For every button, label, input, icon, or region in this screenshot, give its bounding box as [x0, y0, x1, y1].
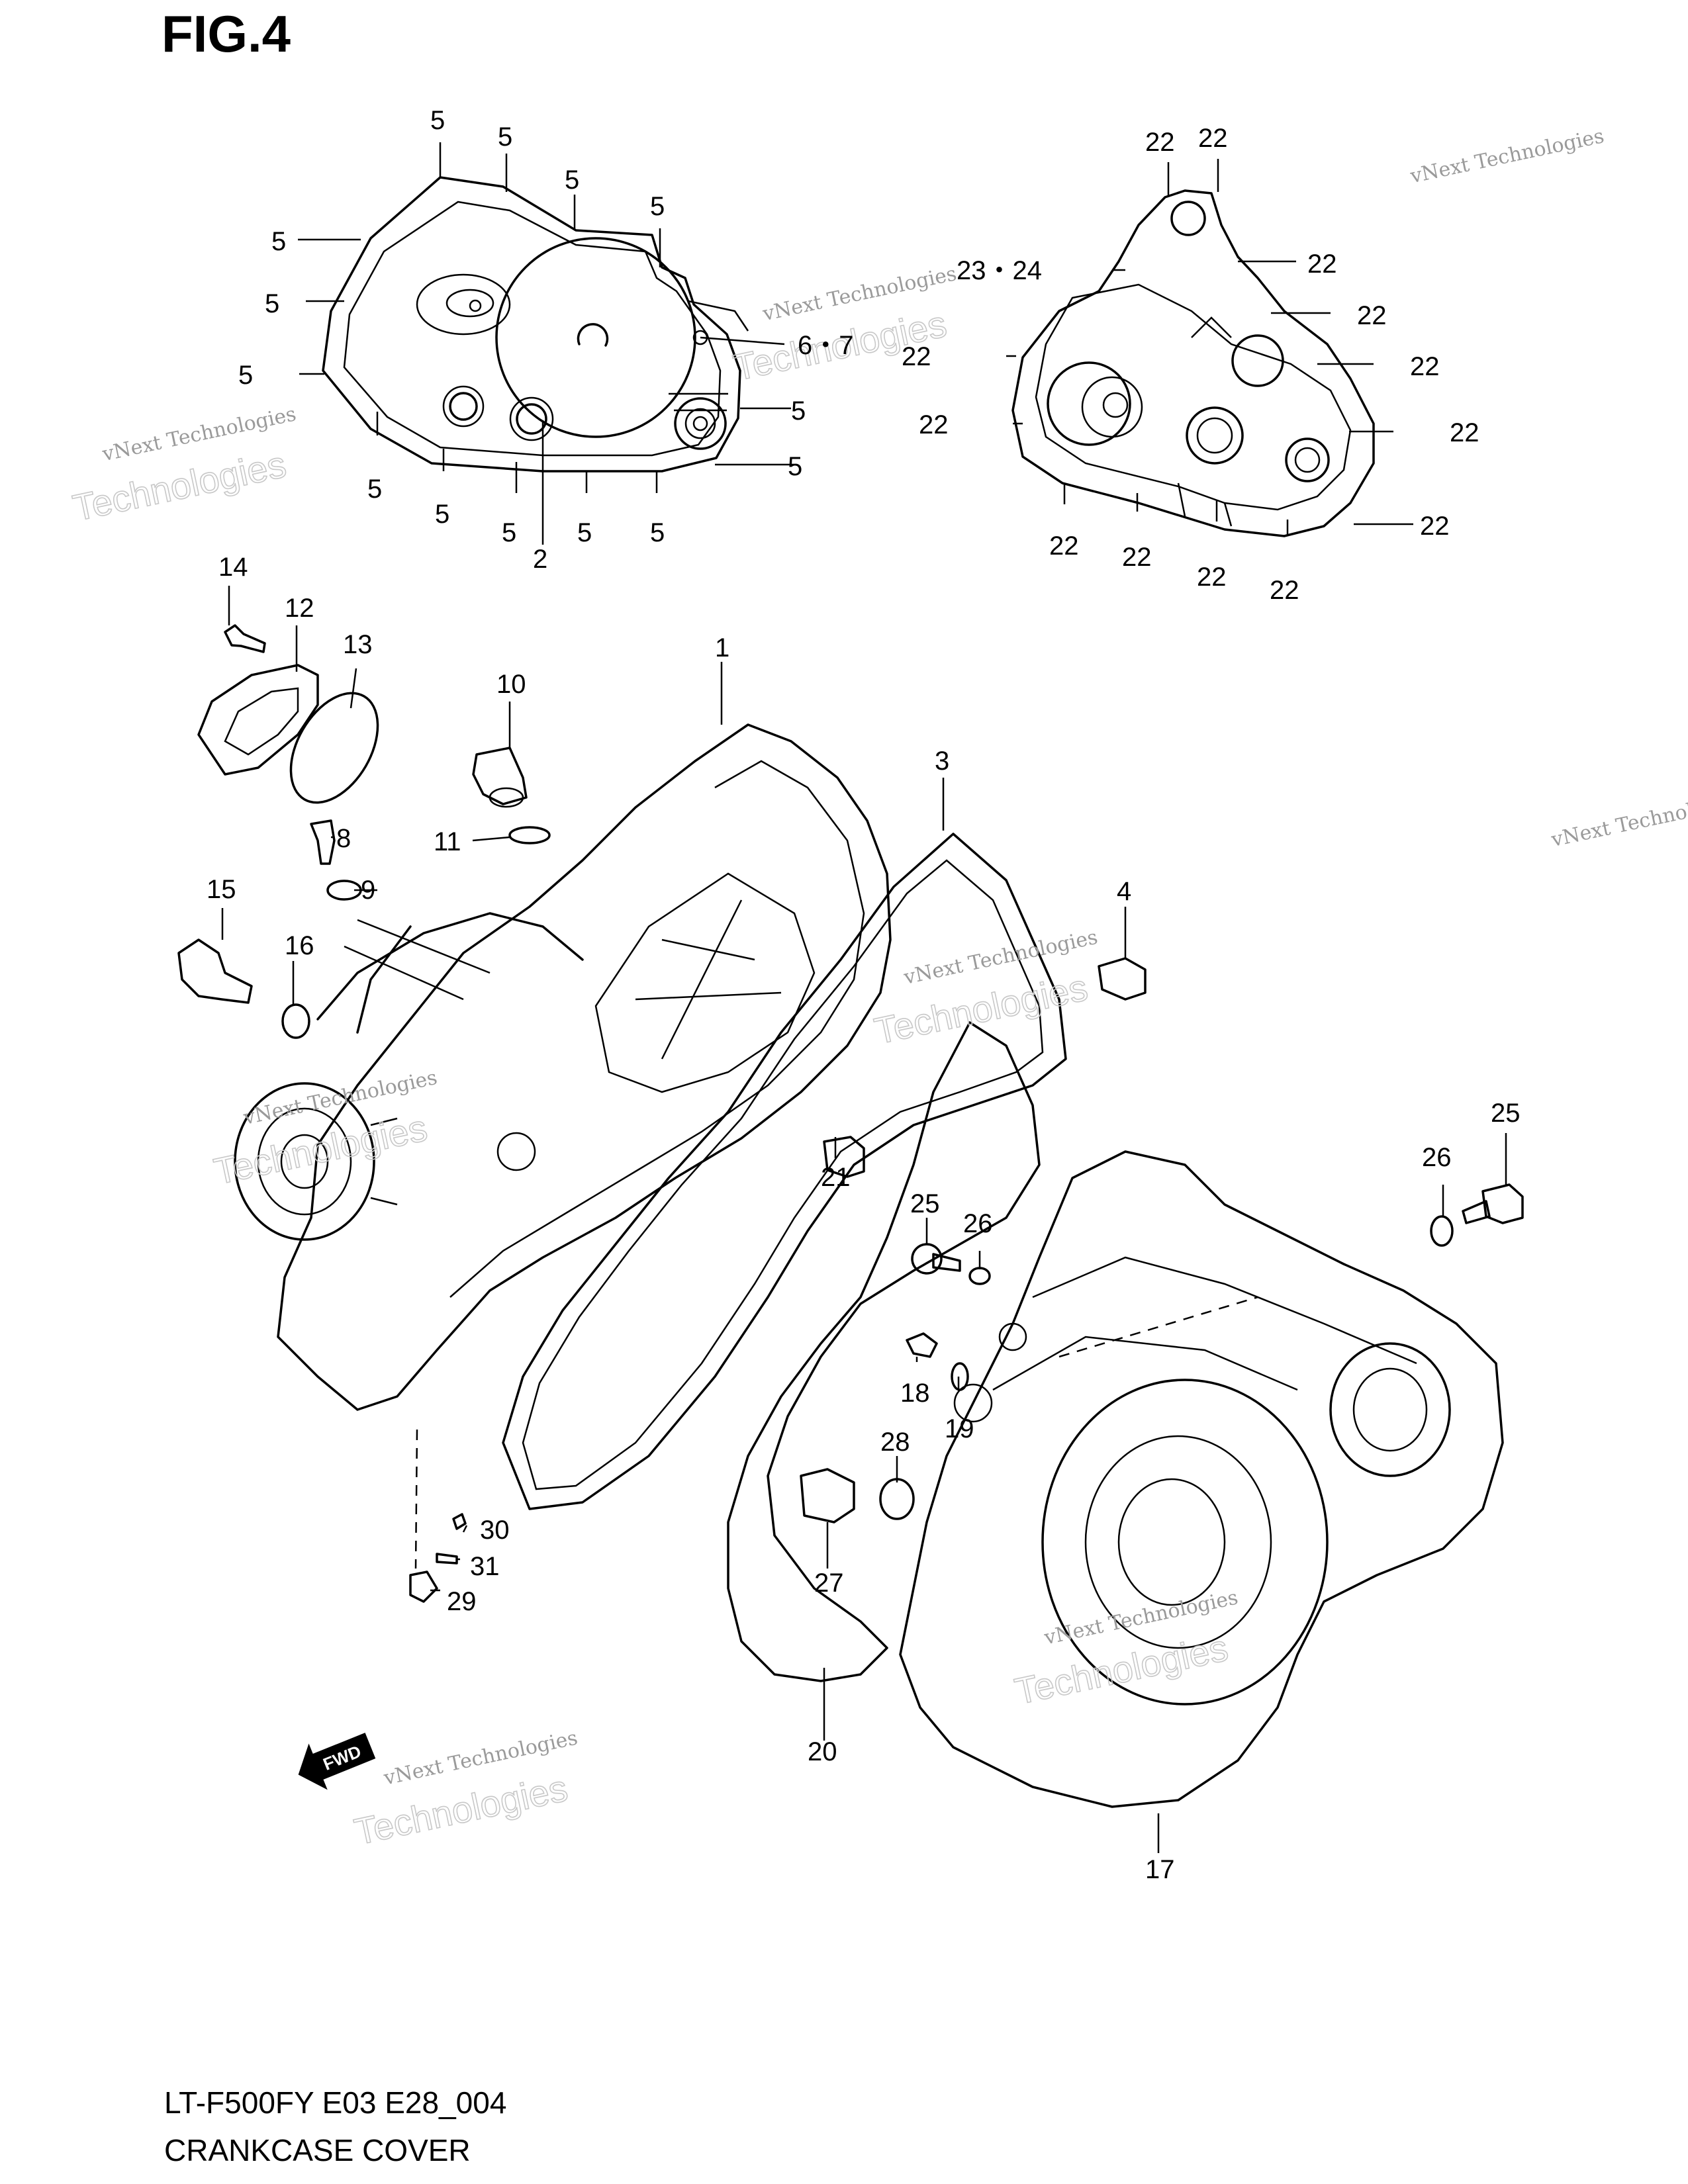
watermark-group: vNext Technologies Technologies vNext Te…	[69, 124, 1688, 1853]
callout-20: 20	[808, 1737, 837, 1766]
callout-21: 21	[821, 1163, 851, 1192]
watermark-text: vNext Technologies	[1408, 124, 1607, 188]
gasket-20	[727, 1021, 1041, 1682]
callout-30: 30	[480, 1516, 510, 1545]
watermark-text: Technologies	[351, 1767, 571, 1853]
callout-26: 26	[963, 1209, 993, 1238]
figure-title: FIG.4	[162, 5, 291, 63]
crankcase-left-half	[234, 723, 892, 1411]
callout-17: 17	[1145, 1855, 1175, 1884]
model-code: LT-F500FY E03 E28_004	[164, 2085, 507, 2120]
callout-5: 5	[791, 396, 806, 426]
callout-labels: 5 5 5 5 5 5 5 5 5 5 5 5 5 5 2 6・7 22 22 …	[207, 106, 1521, 1884]
callout-3: 3	[935, 747, 949, 776]
callout-23-24: 23・24	[957, 256, 1042, 285]
callout-10: 10	[496, 670, 526, 699]
callout-8: 8	[336, 824, 351, 853]
callout-12: 12	[285, 594, 314, 623]
callout-1: 1	[715, 633, 729, 662]
callout-16: 16	[285, 931, 314, 960]
callout-27: 27	[814, 1569, 844, 1598]
magneto-cover-top-right	[1011, 189, 1375, 537]
small-parts	[177, 624, 1524, 1603]
callout-5: 5	[265, 289, 279, 318]
callout-6-7: 6・7	[798, 331, 854, 360]
callout-31: 31	[470, 1552, 500, 1581]
callout-5: 5	[577, 518, 592, 547]
callout-22: 22	[1270, 576, 1299, 605]
callout-5: 5	[565, 165, 579, 195]
callout-22: 22	[1307, 250, 1337, 279]
callout-22: 22	[1145, 128, 1175, 157]
section-name: CRANKCASE COVER	[164, 2133, 471, 2167]
callout-5: 5	[498, 122, 512, 152]
callout-28: 28	[880, 1428, 910, 1457]
callout-14: 14	[218, 553, 248, 582]
callout-22: 22	[1122, 543, 1152, 572]
callout-5: 5	[435, 500, 449, 529]
callout-29: 29	[447, 1587, 477, 1616]
forward-direction-arrow: FWD	[298, 1733, 376, 1790]
watermark-text: Technologies	[871, 966, 1092, 1052]
callout-13: 13	[343, 630, 373, 659]
callout-26: 26	[1422, 1143, 1452, 1172]
clutch-cover-top-left	[322, 176, 749, 473]
callout-18: 18	[900, 1379, 930, 1408]
callout-22: 22	[1410, 352, 1440, 381]
callout-25: 25	[910, 1189, 940, 1218]
callout-22: 22	[1198, 124, 1228, 153]
callout-5: 5	[271, 227, 286, 256]
callout-11: 11	[434, 827, 461, 856]
leader-lines	[221, 142, 1507, 1853]
callout-22: 22	[1357, 301, 1387, 330]
watermark-text: Technologies	[70, 443, 290, 529]
callout-2: 2	[533, 545, 547, 574]
callout-19: 19	[945, 1414, 974, 1443]
callout-5: 5	[788, 452, 802, 481]
callout-22: 22	[1197, 563, 1227, 592]
callout-4: 4	[1117, 877, 1131, 906]
callout-9: 9	[361, 876, 375, 905]
callout-22: 22	[1049, 531, 1079, 561]
callout-5: 5	[238, 361, 253, 390]
callout-5: 5	[502, 518, 516, 547]
callout-25: 25	[1491, 1099, 1521, 1128]
watermark-text: vNext Technologies	[1549, 788, 1688, 852]
callout-22: 22	[1420, 512, 1450, 541]
gasket-3	[502, 833, 1067, 1510]
crankcase-right-half	[899, 1150, 1504, 1808]
callout-22: 22	[919, 410, 949, 439]
watermark-text: Technologies	[1011, 1627, 1232, 1713]
callout-15: 15	[207, 875, 236, 904]
callout-5: 5	[367, 475, 382, 504]
callout-5: 5	[430, 106, 445, 135]
callout-5: 5	[650, 192, 665, 221]
callout-5: 5	[650, 518, 665, 547]
callout-22: 22	[902, 342, 931, 371]
callout-22: 22	[1450, 418, 1479, 447]
